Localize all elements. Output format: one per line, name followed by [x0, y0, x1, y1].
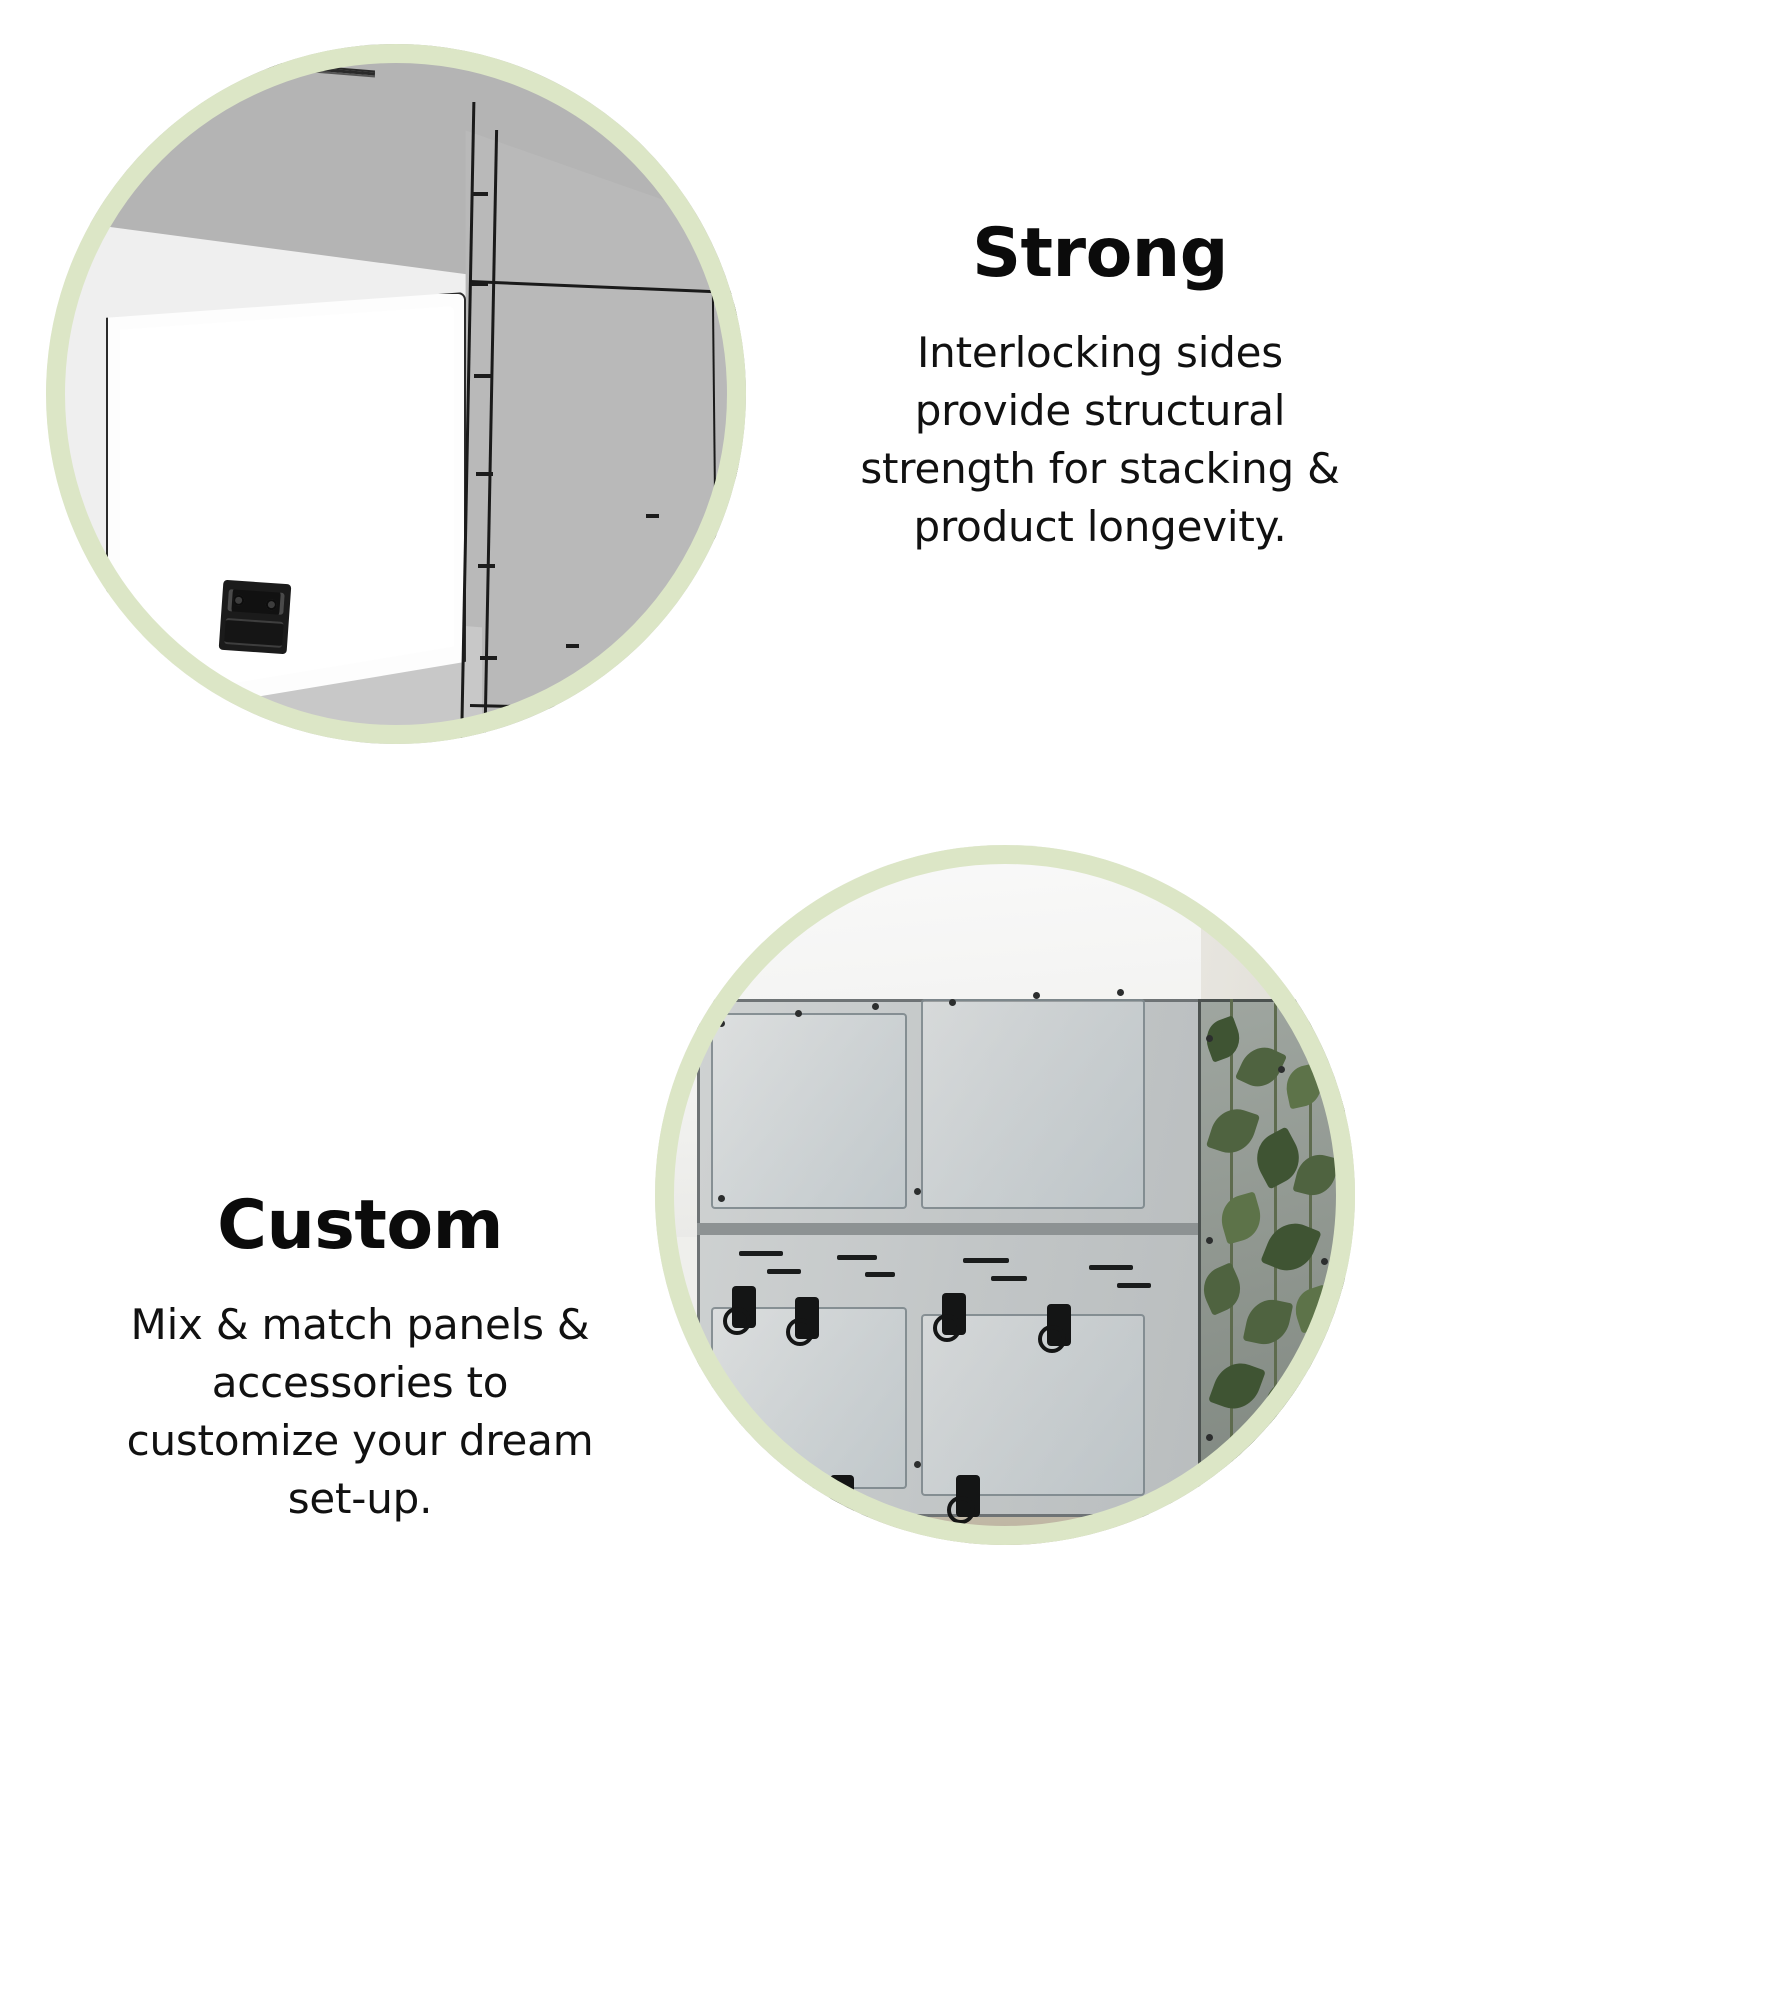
door-latch[interactable] — [1038, 1303, 1071, 1353]
strong-body: Interlocking sides provide structural st… — [800, 324, 1400, 556]
ventilation-slot — [739, 1251, 783, 1256]
acrylic-panel-upper-right — [921, 999, 1145, 1209]
vine-stem — [1229, 999, 1233, 1517]
vine-stem — [1309, 1019, 1313, 1517]
custom-text-block: Custom Mix & match panels & accessories … — [60, 1186, 660, 1528]
tinted-side-panel-with-vines — [1197, 999, 1345, 1517]
pothos-leaf — [1197, 1262, 1249, 1317]
custom-body-line: customize your dream — [126, 1415, 594, 1465]
door-latch[interactable] — [730, 1468, 763, 1517]
frame-screw — [718, 1020, 725, 1027]
custom-body-line: accessories to — [211, 1358, 509, 1408]
cad-interlock-notch — [478, 564, 495, 568]
custom-body-line: set-up. — [287, 1473, 433, 1523]
frame-screw — [1206, 1035, 1214, 1043]
frame-screw — [914, 1461, 921, 1468]
cad-interlock-notch — [476, 472, 493, 476]
pothos-leaf — [1289, 1284, 1336, 1334]
ventilation-slot — [767, 1268, 801, 1274]
door-latch[interactable] — [786, 1296, 819, 1346]
pothos-leaf — [1274, 1461, 1321, 1510]
strong-cad-illustration — [46, 44, 746, 744]
cad-interlock-notch — [471, 282, 488, 286]
hinge-screw — [232, 594, 245, 607]
cad-interlock-notch — [646, 514, 659, 518]
pothos-leaf — [1243, 1295, 1294, 1350]
frame-screw — [718, 1195, 725, 1202]
frame-screw — [1033, 992, 1040, 999]
ventilation-slot — [865, 1272, 895, 1277]
ventilation-slot — [1089, 1265, 1133, 1270]
door-latch[interactable] — [933, 1293, 966, 1342]
pothos-leaf — [1206, 1102, 1261, 1160]
cad-stage — [46, 44, 746, 744]
cad-hinge — [218, 579, 292, 655]
frame-screw — [949, 999, 956, 1006]
frame-screw — [795, 1009, 802, 1017]
hinge-screw — [265, 598, 278, 611]
strong-text-block: Strong Interlocking sides provide struct… — [800, 214, 1400, 556]
strong-body-line: Interlocking sides — [917, 328, 1283, 378]
pothos-leaf — [1292, 1150, 1340, 1201]
cad-interlock-notch — [566, 644, 579, 648]
custom-body-line: Mix & match panels & — [130, 1300, 590, 1350]
strong-body-line: strength for stacking & — [860, 443, 1340, 493]
custom-enclosure-photo — [655, 845, 1355, 1545]
strong-body-line: provide structural — [914, 386, 1286, 436]
ventilation-slot — [963, 1258, 1009, 1263]
ventilation-slot — [991, 1275, 1027, 1281]
cad-interlock-notch — [474, 374, 491, 378]
frame-screw — [1320, 1258, 1328, 1265]
acrylic-panel-lower-right — [921, 1314, 1145, 1496]
cad-right-side-panel — [465, 130, 746, 744]
pothos-leaf — [1281, 1063, 1326, 1110]
door-latch[interactable] — [723, 1286, 756, 1335]
custom-body: Mix & match panels & accessories to cust… — [60, 1296, 660, 1528]
custom-title: Custom — [217, 1186, 503, 1265]
strong-body-line: product longevity. — [913, 501, 1287, 551]
cad-interlock-notch — [471, 192, 488, 196]
frame-screw — [718, 1461, 725, 1468]
strong-title: Strong — [972, 214, 1228, 293]
door-latch[interactable] — [821, 1475, 854, 1524]
pothos-leaf — [1260, 1214, 1322, 1279]
acrylic-panel-upper-left — [711, 1013, 907, 1209]
pothos-leaf — [1208, 1355, 1267, 1416]
frame-screw — [872, 1002, 879, 1010]
frame-screw — [1278, 1066, 1286, 1074]
door-latch[interactable] — [947, 1475, 980, 1524]
frame-screw — [1206, 1434, 1214, 1442]
frame-screw — [1117, 988, 1124, 996]
shelf-divider — [697, 1223, 1313, 1235]
frame-screw — [1206, 1237, 1214, 1245]
photo-stage — [655, 845, 1355, 1545]
frame-screw — [914, 1188, 921, 1195]
ventilation-slot — [837, 1254, 877, 1260]
cad-interlock-notch — [480, 656, 497, 660]
pothos-leaf — [1215, 1191, 1267, 1245]
ventilation-slot — [1117, 1282, 1151, 1288]
